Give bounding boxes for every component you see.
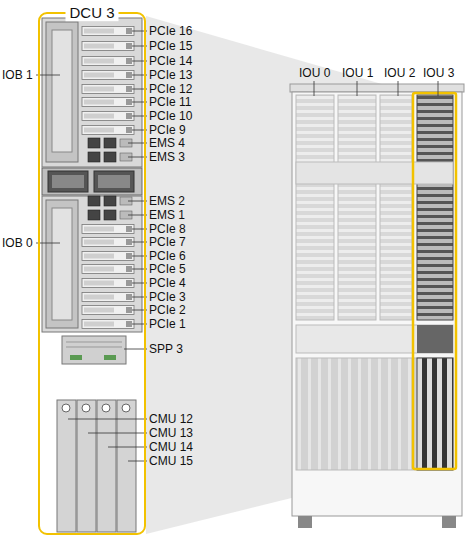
part-label: PCIe 6 <box>149 249 186 263</box>
part-label: PCIe 2 <box>149 303 186 317</box>
part-label: PCIe 15 <box>149 39 192 53</box>
part-label: PCIe 9 <box>149 123 186 137</box>
part-label: CMU 14 <box>149 440 193 454</box>
part-label: EMS 4 <box>149 136 185 150</box>
part-label: SPP 3 <box>149 342 183 356</box>
unit-heading: DCU 3 <box>65 5 118 21</box>
part-label: PCIe 11 <box>149 95 191 109</box>
part-label: IOU 1 <box>342 66 373 80</box>
part-label: EMS 1 <box>149 208 185 222</box>
part-label: CMU 12 <box>149 412 193 426</box>
part-label: EMS 2 <box>149 194 185 208</box>
part-label: PCIe 13 <box>149 68 192 82</box>
unit-outline: DCU 3 <box>38 12 146 535</box>
part-label: IOB 0 <box>2 236 33 250</box>
part-label: PCIe 10 <box>149 109 192 123</box>
part-label: IOB 1 <box>2 68 33 82</box>
part-label: CMU 15 <box>149 454 193 468</box>
part-label: EMS 3 <box>149 150 185 164</box>
part-label: PCIe 7 <box>149 235 186 249</box>
part-label: PCIe 4 <box>149 276 186 290</box>
part-label: CMU 13 <box>149 426 193 440</box>
part-label: PCIe 3 <box>149 290 186 304</box>
part-label: PCIe 14 <box>149 54 192 68</box>
part-label: PCIe 16 <box>149 24 192 38</box>
part-label: IOU 2 <box>384 66 415 80</box>
part-label: IOU 3 <box>423 66 454 80</box>
part-label: PCIe 5 <box>149 262 186 276</box>
part-label: PCIe 1 <box>149 317 186 331</box>
part-label: IOU 0 <box>299 66 330 80</box>
part-label: PCIe 12 <box>149 82 192 96</box>
part-label: PCIe 8 <box>149 222 186 236</box>
